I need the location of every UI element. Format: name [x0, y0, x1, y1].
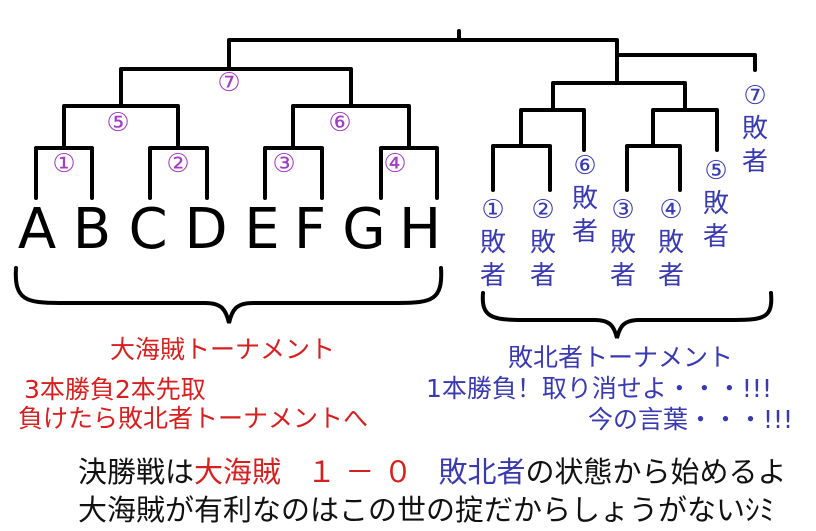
left-brace	[13, 266, 444, 324]
bracket-line	[615, 53, 757, 85]
loser-entry-char1: 敗	[480, 228, 506, 258]
winners-tournament-title: 大海賊トーナメント	[110, 335, 336, 364]
footer-score: １ － ０	[307, 455, 413, 489]
match-number-7: ⑦	[217, 68, 240, 98]
loser-entry: ① 敗 者	[480, 195, 506, 291]
loser-entry-char2: 者	[742, 147, 768, 177]
loser-entry-char2: 者	[703, 222, 729, 252]
loser-entry-num: ⑤	[704, 156, 727, 186]
loser-entry: ⑦ 敗 者	[742, 81, 768, 177]
loser-entry-num: ⑦	[743, 81, 766, 111]
team-e: E	[244, 197, 279, 262]
loser-entry-char1: 敗	[658, 228, 684, 258]
losers-bracket	[491, 53, 757, 192]
bracket-line	[119, 67, 353, 108]
match-numbers: ① ② ③ ④ ⑤ ⑥ ⑦	[52, 68, 406, 179]
final-bracket	[227, 29, 619, 71]
footer-prefix: 決勝戦は	[78, 455, 195, 489]
match-number-2: ②	[166, 149, 189, 179]
loser-entry: ⑥ 敗 者	[572, 151, 598, 247]
loser-entry-char2: 者	[658, 261, 684, 291]
team-b: B	[73, 197, 111, 262]
team-a: A	[18, 197, 56, 262]
loser-entry-char1: 敗	[703, 189, 729, 219]
loser-entry: ② 敗 者	[530, 195, 556, 291]
winners-rule-line2: 負けたら敗北者トーナメントへ	[18, 404, 369, 433]
loser-entry-num: ⑥	[573, 151, 596, 181]
match-number-3: ③	[272, 149, 295, 179]
losers-rule-line1: 1本勝負！取り消せよ・・・!!!	[426, 374, 772, 403]
loser-entry-char2: 者	[530, 261, 556, 291]
footer-team-pirates: 大海賊	[194, 455, 282, 489]
loser-entry-char1: 敗	[530, 228, 556, 258]
match-number-5: ⑤	[106, 108, 129, 138]
loser-entry: ⑤ 敗 者	[703, 156, 729, 252]
loser-entry-char1: 敗	[572, 184, 598, 214]
match-number-1: ①	[52, 149, 75, 179]
team-f: F	[294, 197, 326, 262]
team-letters: A B C D E F G H	[18, 197, 441, 262]
winners-bracket	[34, 67, 439, 200]
bracket-line	[227, 38, 619, 71]
team-h: H	[399, 197, 441, 262]
loser-entry-num: ③	[611, 195, 634, 225]
loser-entry-num: ②	[531, 195, 554, 225]
loser-entry-char1: 敗	[742, 114, 768, 144]
loser-entry: ④ 敗 者	[658, 195, 684, 291]
losers-rule-line2: 今の言葉・・・!!!	[588, 405, 794, 434]
footer-team-losers: 敗北者	[438, 455, 526, 489]
bracket-line	[551, 81, 687, 112]
footer-line-1: 決勝戦は大海賊 １ － ０ 敗北者の状態から始めるよ	[78, 449, 787, 491]
bracket-line	[491, 144, 552, 192]
bracket-line	[625, 144, 682, 192]
team-g: G	[342, 197, 385, 262]
team-c: C	[128, 197, 167, 262]
footer-suffix: の状態から始めるよ	[525, 455, 787, 489]
loser-entry-char2: 者	[480, 261, 506, 291]
match-number-6: ⑥	[328, 108, 351, 138]
match-number-4: ④	[383, 149, 406, 179]
loser-entry-num: ④	[659, 195, 682, 225]
loser-entry: ③ 敗 者	[610, 195, 636, 291]
winners-rule-line1: 3本勝負2本先取	[24, 375, 206, 404]
loser-entry-char2: 者	[572, 217, 598, 247]
loser-entry-num: ①	[481, 195, 504, 225]
losers-tournament-title: 敗北者トーナメント	[508, 343, 734, 372]
loser-entry-char1: 敗	[610, 228, 636, 258]
team-d: D	[184, 197, 227, 262]
right-brace	[480, 291, 774, 339]
loser-entry-char2: 者	[610, 261, 636, 291]
footer-line-2: 大海賊が有利なのはこの世の掟だからしょうがないｼﾐ	[78, 493, 775, 527]
